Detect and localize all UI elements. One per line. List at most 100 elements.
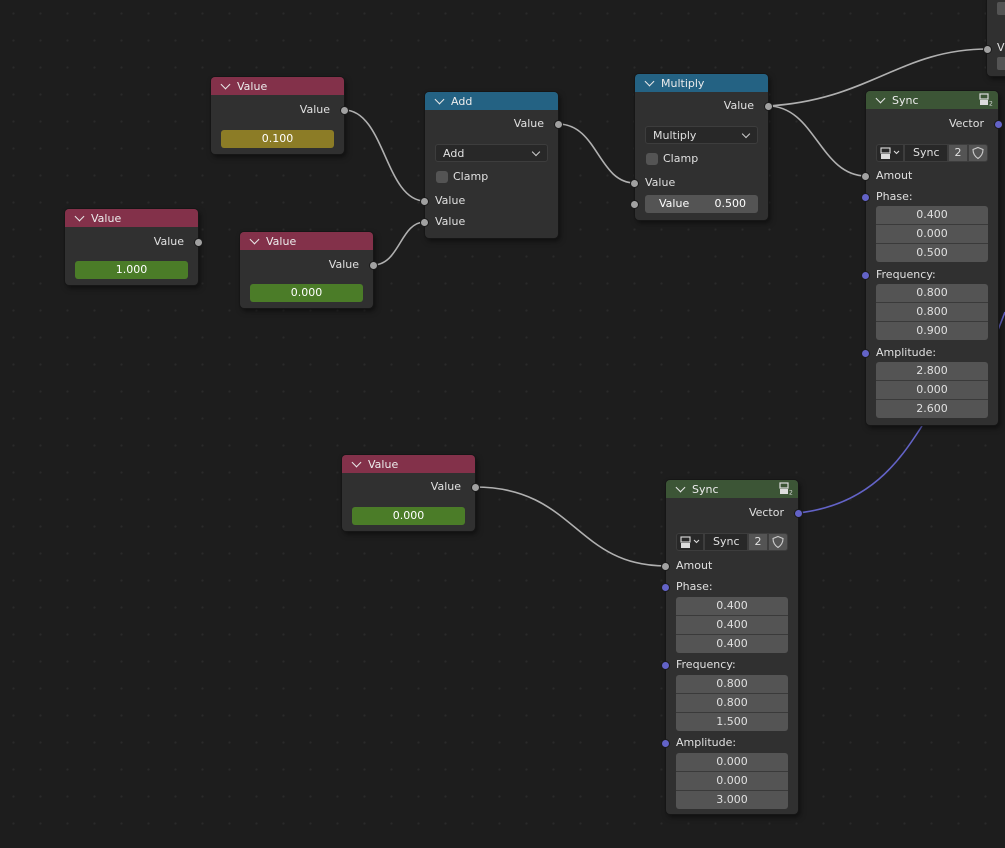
- value-field[interactable]: 0.000: [352, 507, 465, 525]
- input-socket[interactable]: [661, 583, 670, 592]
- value-field[interactable]: Value 0.500: [645, 195, 758, 213]
- input-socket[interactable]: [661, 739, 670, 748]
- browse-group-button[interactable]: [676, 533, 704, 551]
- input-socket[interactable]: [661, 661, 670, 670]
- collapse-chevron-icon[interactable]: [249, 234, 260, 245]
- node-title: Add: [451, 94, 473, 108]
- phase-vector-field[interactable]: 0.400 0.000 0.500: [876, 206, 988, 262]
- vector-y-field[interactable]: 0.000: [876, 381, 988, 400]
- value-field[interactable]: 1.000: [75, 261, 188, 279]
- value-node[interactable]: Value Value 0.100: [211, 77, 349, 154]
- group-users-count[interactable]: 2: [748, 533, 768, 551]
- operation-dropdown[interactable]: Add: [435, 144, 548, 162]
- fake-user-shield-button[interactable]: [768, 533, 788, 551]
- offscreen-field-2[interactable]: [997, 57, 1005, 70]
- frequency-vector-field[interactable]: 0.800 0.800 0.900: [876, 284, 988, 340]
- amplitude-vector-field[interactable]: 2.800 0.000 2.600: [876, 362, 988, 418]
- node-header[interactable]: Value: [65, 209, 198, 227]
- phase-vector-field[interactable]: 0.400 0.400 0.400: [676, 597, 788, 653]
- amplitude-vector-field[interactable]: 0.000 0.000 3.000: [676, 753, 788, 809]
- value-field[interactable]: 0.100: [221, 130, 334, 148]
- clamp-checkbox[interactable]: [436, 171, 448, 183]
- vector-x-field[interactable]: 0.400: [876, 206, 988, 225]
- node-header[interactable]: Sync 2: [866, 91, 998, 109]
- vector-y-field[interactable]: 0.400: [676, 616, 788, 635]
- value-field[interactable]: 0.000: [250, 284, 363, 302]
- clamp-label: Clamp: [663, 152, 699, 165]
- link-value1-to-add: [343, 109, 426, 202]
- vector-x-field[interactable]: 0.000: [676, 753, 788, 772]
- input-socket[interactable]: [861, 172, 870, 181]
- input-socket[interactable]: [630, 200, 639, 209]
- output-socket[interactable]: [471, 483, 480, 492]
- vector-x-field[interactable]: 2.800: [876, 362, 988, 381]
- math-multiply-node[interactable]: Multiply Value Multiply Clamp Value Valu…: [630, 74, 773, 220]
- output-socket[interactable]: [194, 238, 203, 247]
- input-socket[interactable]: [420, 218, 429, 227]
- input-socket[interactable]: [861, 349, 870, 358]
- sync-group-node[interactable]: Sync 2 Vector Sync 2 Amout Phase: 0.400 …: [661, 480, 803, 814]
- node-title: Value: [91, 211, 122, 225]
- value-node[interactable]: Value Value 0.000: [240, 232, 378, 308]
- node-header[interactable]: Value: [240, 232, 373, 250]
- vector-y-field[interactable]: 0.800: [676, 694, 788, 713]
- node-group-icon: 2: [779, 482, 793, 495]
- clamp-checkbox[interactable]: [646, 153, 658, 165]
- node-header[interactable]: Add: [425, 92, 558, 110]
- vector-y-field[interactable]: 0.000: [676, 772, 788, 791]
- node-tree-icon: [880, 147, 900, 159]
- vector-x-field[interactable]: 0.400: [676, 597, 788, 616]
- vector-z-field[interactable]: 0.900: [876, 322, 988, 340]
- input-socket[interactable]: [861, 271, 870, 280]
- offscreen-field[interactable]: [997, 2, 1005, 15]
- collapse-chevron-icon[interactable]: [220, 79, 231, 90]
- link-value3-to-add: [372, 221, 426, 266]
- input-socket[interactable]: [661, 562, 670, 571]
- input-socket[interactable]: [861, 193, 870, 202]
- input-socket[interactable]: [420, 197, 429, 206]
- output-socket[interactable]: [794, 509, 803, 518]
- vector-x-field[interactable]: 0.800: [676, 675, 788, 694]
- vector-y-field[interactable]: 0.800: [876, 303, 988, 322]
- group-selector[interactable]: Sync 2: [676, 533, 788, 551]
- output-socket[interactable]: [764, 102, 773, 111]
- vector-z-field[interactable]: 0.400: [676, 635, 788, 653]
- vector-z-field[interactable]: 0.500: [876, 244, 988, 262]
- collapse-chevron-icon[interactable]: [675, 482, 686, 493]
- group-selector[interactable]: Sync 2: [876, 144, 988, 162]
- sync-group-node[interactable]: Sync 2 Vector Sync 2 Amout Phase: 0.400 …: [861, 91, 1003, 425]
- output-socket[interactable]: [340, 106, 349, 115]
- browse-group-button[interactable]: [876, 144, 904, 162]
- input-socket[interactable]: [630, 179, 639, 188]
- collapse-chevron-icon[interactable]: [351, 457, 362, 468]
- collapse-chevron-icon[interactable]: [644, 76, 655, 87]
- value-node[interactable]: Value Value 0.000: [342, 455, 480, 531]
- output-label: Vector: [948, 117, 984, 130]
- vector-z-field[interactable]: 3.000: [676, 791, 788, 809]
- node-header[interactable]: Value: [211, 77, 344, 95]
- field-value: 0.500: [714, 197, 747, 210]
- output-socket[interactable]: [554, 120, 563, 129]
- vector-x-field[interactable]: 0.800: [876, 284, 988, 303]
- fake-user-shield-button[interactable]: [968, 144, 988, 162]
- offscreen-socket[interactable]: [983, 45, 992, 54]
- output-socket[interactable]: [369, 261, 378, 270]
- output-socket[interactable]: [994, 120, 1003, 129]
- operation-dropdown[interactable]: Multiply: [645, 126, 758, 144]
- node-header[interactable]: Sync 2: [666, 480, 798, 498]
- node-header[interactable]: Multiply: [635, 74, 768, 92]
- group-users-count[interactable]: 2: [948, 144, 968, 162]
- collapse-chevron-icon[interactable]: [74, 211, 85, 222]
- vector-y-field[interactable]: 0.000: [876, 225, 988, 244]
- frequency-vector-field[interactable]: 0.800 0.800 1.500: [676, 675, 788, 731]
- output-label: Value: [723, 99, 754, 112]
- math-add-node[interactable]: Add Value Add Clamp Value Value: [420, 92, 563, 238]
- value-node[interactable]: Value Value 1.000: [65, 209, 203, 285]
- node-header[interactable]: Value: [342, 455, 475, 473]
- collapse-chevron-icon[interactable]: [875, 93, 886, 104]
- vector-z-field[interactable]: 2.600: [876, 400, 988, 418]
- group-name-field[interactable]: Sync: [704, 533, 748, 551]
- collapse-chevron-icon[interactable]: [434, 94, 445, 105]
- group-name-field[interactable]: Sync: [904, 144, 948, 162]
- vector-z-field[interactable]: 1.500: [676, 713, 788, 731]
